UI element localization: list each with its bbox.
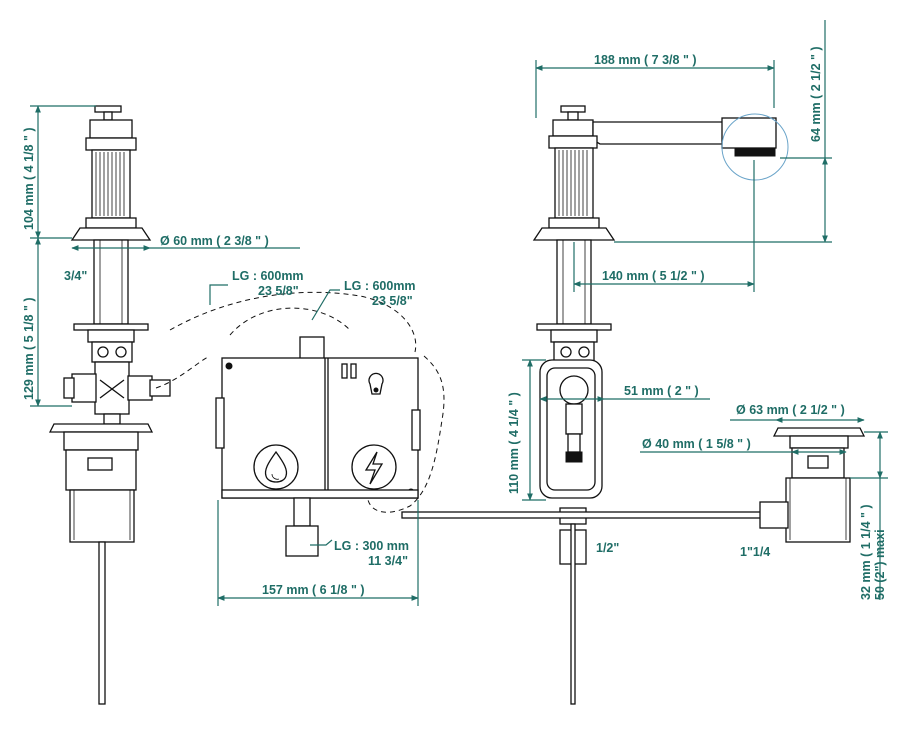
cable-left-1	[169, 291, 417, 353]
dim-body-width: 51 mm ( 2 " )	[624, 384, 699, 398]
cable-2-length: LG : 600mm	[344, 279, 416, 293]
dim-spout-length: 188 mm ( 7 3/8 " )	[594, 53, 697, 67]
spout-ribs	[558, 150, 588, 216]
spout-assembly	[401, 105, 866, 705]
aerator-highlight	[721, 113, 789, 181]
left-valve	[48, 105, 171, 705]
control-box	[215, 336, 421, 557]
dim-spout-height: 64 mm ( 2 1/2 " )	[809, 46, 823, 142]
dim-rosette-diameter: Ø 60 mm ( 2 3/8 " )	[160, 234, 269, 248]
dim-box-width: 157 mm ( 6 1/8 " )	[262, 583, 365, 597]
cable-1-length: LG : 600mm	[232, 269, 304, 283]
dim-left-height-mid: 129 mm ( 5 1/8 " )	[22, 297, 36, 400]
dim-spout-reach: 140 mm ( 5 1/2 " )	[602, 269, 705, 283]
dim-hose-thread: 1/2"	[596, 541, 619, 555]
cable-2-inch: 23 5/8"	[372, 294, 413, 308]
lightning-icon	[351, 444, 397, 490]
cable-3-length: LG : 300 mm	[334, 539, 409, 553]
dim-thread-left: 3/4"	[64, 269, 87, 283]
dim-drain-top-diameter: Ø 63 mm ( 2 1/2 " )	[736, 403, 845, 417]
cable-1-inch: 23 5/8"	[258, 284, 299, 298]
cable-3-inch: 11 3/4"	[368, 554, 408, 568]
dim-drain-inner-diameter: Ø 40 mm ( 1 5/8 " )	[642, 437, 751, 451]
dim-body-height: 110 mm ( 4 1/4 " )	[507, 392, 521, 494]
dim-drain-thread: 1"1/4	[740, 545, 770, 559]
cable-top	[229, 307, 351, 336]
dim-drain-height-2: 50 (2") maxi	[873, 529, 887, 600]
dim-left-height-top: 104 mm ( 4 1/8 " )	[22, 127, 36, 230]
water-drop-icon	[253, 444, 299, 490]
dim-drain-height-1: 32 mm ( 1 1/4 " )	[859, 504, 873, 600]
dimension-lines	[30, 20, 888, 606]
cable-left-2	[155, 355, 211, 389]
left-valve-ribs	[95, 152, 125, 216]
